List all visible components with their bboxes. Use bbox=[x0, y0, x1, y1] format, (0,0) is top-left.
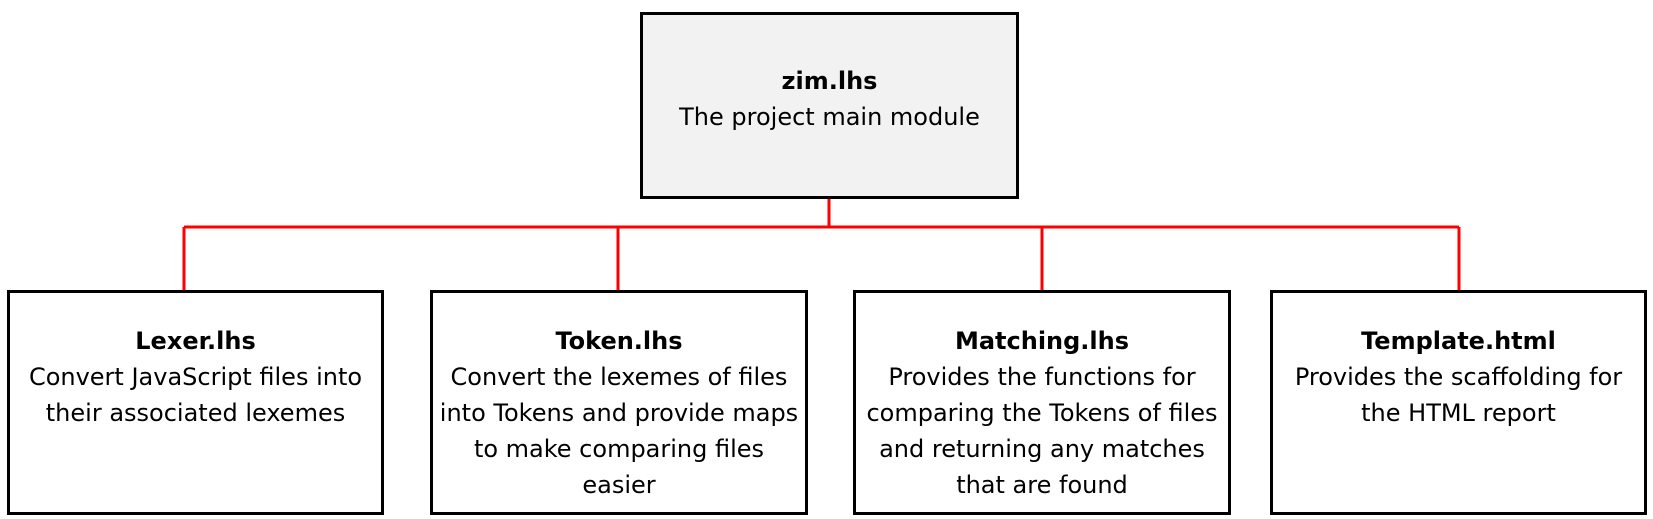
module-title-matching: Matching.lhs bbox=[954, 327, 1130, 355]
module-box-lexer: Lexer.lhs Convert JavaScript files into … bbox=[7, 290, 384, 515]
root-module-box: zim.lhs The project main module bbox=[640, 12, 1019, 199]
module-box-template: Template.html Provides the scaffolding f… bbox=[1270, 290, 1647, 515]
module-box-matching: Matching.lhs Provides the functions for … bbox=[853, 290, 1231, 515]
root-module-title: zim.lhs bbox=[781, 66, 878, 95]
module-description-matching: Provides the functions for comparing the… bbox=[866, 363, 1218, 499]
root-module-description: The project main module bbox=[679, 102, 980, 131]
module-title-template: Template.html bbox=[1361, 327, 1556, 355]
module-title-lexer: Lexer.lhs bbox=[135, 327, 256, 355]
module-box-token: Token.lhs Convert the lexemes of files i… bbox=[430, 290, 808, 515]
module-description-lexer: Convert JavaScript files into their asso… bbox=[28, 363, 363, 427]
module-description-token: Convert the lexemes of files into Tokens… bbox=[439, 363, 799, 499]
module-title-token: Token.lhs bbox=[555, 327, 683, 355]
module-description-template: Provides the scaffolding for the HTML re… bbox=[1294, 363, 1623, 427]
